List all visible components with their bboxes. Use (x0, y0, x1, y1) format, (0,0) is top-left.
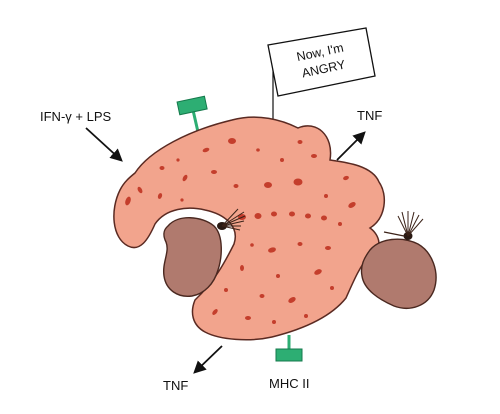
target-cell-left (162, 217, 222, 297)
activation-arrow-icon (85, 127, 123, 162)
mhc-receptor-bottom-icon (275, 335, 303, 362)
contact-tuft-left (217, 208, 246, 231)
contact-tuft-right (383, 211, 424, 240)
tnf-top-arrow-icon (336, 131, 366, 161)
mhc-receptor-top-icon (176, 95, 208, 133)
activated-macrophage (113, 116, 386, 341)
flag-icon (267, 27, 376, 125)
activation-signal-label: IFN-γ + LPS (40, 109, 112, 124)
tnf-bottom-arrow-icon (193, 345, 223, 374)
tnf-top-label: TNF (357, 108, 383, 123)
target-cell-right (360, 238, 437, 309)
mhc-label: MHC II (269, 376, 310, 391)
tnf-bottom-label: TNF (163, 378, 189, 393)
